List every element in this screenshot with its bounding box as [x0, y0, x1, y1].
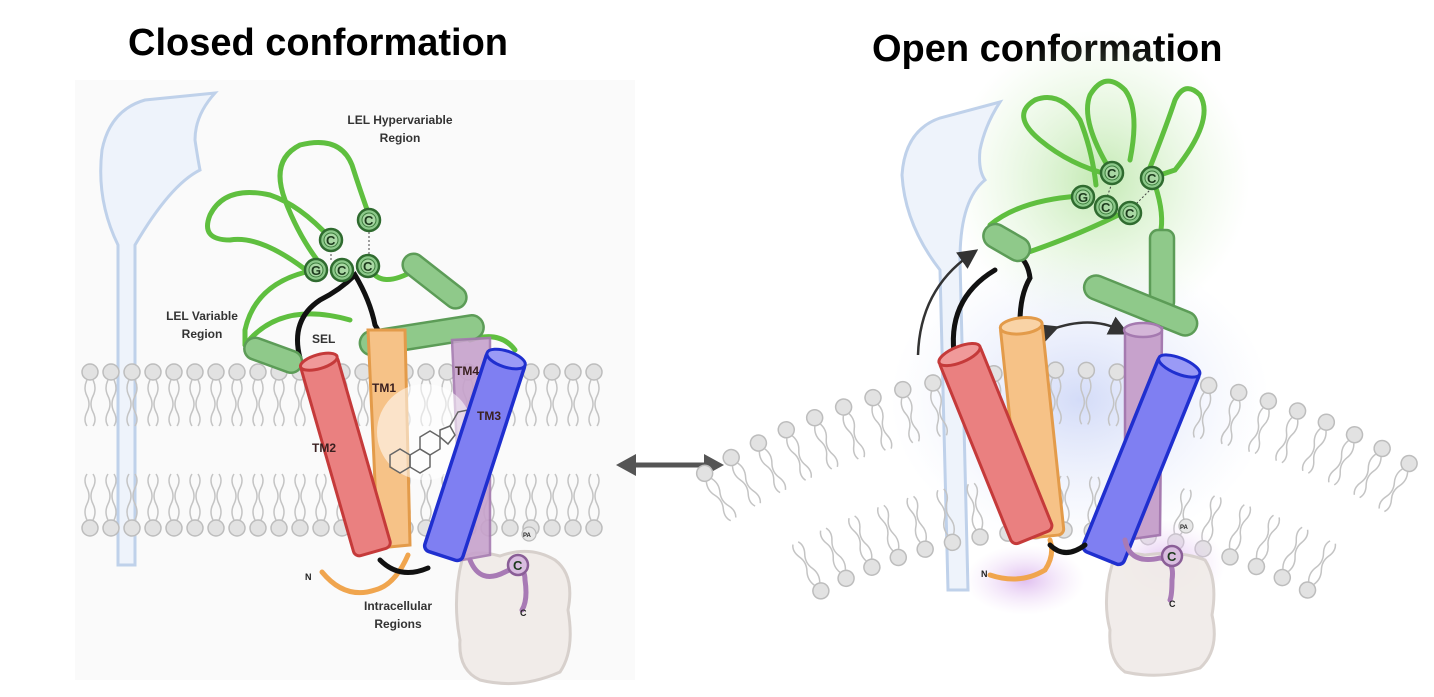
open-swing-arrow: [916, 249, 979, 356]
open-c-terminus-label: C: [1169, 599, 1176, 609]
lipid-molecule: [1349, 436, 1394, 501]
closed-palmitoylation-label: PA: [523, 533, 532, 539]
svg-text:G: G: [311, 263, 321, 278]
svg-text:C: C: [326, 233, 336, 248]
intracellular-regions-label-line2: Regions: [374, 617, 422, 631]
lipid-molecule: [872, 502, 910, 569]
closed-lel-helix-a: [401, 252, 468, 310]
lipid-molecule: [843, 513, 884, 579]
lipid-molecule: [1270, 400, 1309, 466]
lipid-molecule: [1297, 411, 1338, 476]
closed-intracellular-partner-blob: [454, 549, 572, 686]
closed-c-terminus-label: C: [520, 608, 527, 618]
open-cysteine-motif: C C G C C: [1070, 160, 1165, 226]
lipid-molecule: [1245, 512, 1285, 578]
intracellular-regions-label-line1: Intracellular: [364, 599, 432, 613]
closed-palmitoylation-site: [521, 526, 537, 542]
closed-conformation-panel: TM2 TM1 TM4 TM3 C PA N C C C G C C L: [75, 80, 635, 686]
lipid-molecule: [832, 396, 870, 462]
open-tm2-helix: [937, 341, 1054, 546]
open-palmitoylation-label: PA: [1180, 525, 1189, 531]
open-conformation-panel: C PA N C C C G C C: [692, 30, 1421, 677]
open-separation-arrow: [1037, 316, 1129, 343]
lipid-molecule: [1323, 423, 1366, 488]
svg-text:C: C: [364, 213, 374, 228]
lipid-molecule: [803, 406, 843, 472]
closed-sel-loop: [295, 270, 381, 361]
closed-conformation-title: Closed conformation: [128, 22, 509, 64]
svg-text:C: C: [1125, 206, 1135, 221]
lel-variable-region-label-line2: Region: [182, 327, 223, 341]
lel-variable-region-label-line1: LEL Variable: [166, 309, 238, 323]
sel-label: SEL: [312, 332, 335, 346]
tm1-label: TM1: [372, 381, 396, 395]
closed-juxtamembrane-cysteine: [506, 553, 530, 577]
open-juxtamembrane-cysteine-label: C: [1167, 549, 1177, 564]
svg-text:C: C: [1147, 171, 1157, 186]
open-tm3-helix: [1081, 353, 1202, 567]
open-intracellular-partner-blob: [1104, 551, 1216, 677]
lel-hypervariable-region-label-line1: LEL Hypervariable: [347, 113, 452, 127]
lipid-molecule: [815, 525, 858, 590]
svg-text:C: C: [1107, 166, 1117, 181]
closed-n-terminus-label: N: [305, 572, 312, 582]
lel-hypervariable-region-label-line2: Region: [380, 131, 421, 145]
svg-text:G: G: [1078, 190, 1088, 205]
open-n-terminus-label: N: [981, 569, 988, 579]
lipid-molecule: [902, 494, 936, 560]
closed-cysteine-motif: C C G C C: [303, 207, 382, 283]
lipid-molecule: [1295, 537, 1341, 602]
lipid-molecule: [719, 445, 766, 510]
open-lel-helix-a: [982, 222, 1032, 263]
lipid-molecule: [1219, 502, 1256, 568]
open-lel-helix-c: [1082, 274, 1199, 337]
closed-juxtamembrane-cysteine-label: C: [513, 558, 523, 573]
open-palmitoylation-site: [1178, 518, 1194, 534]
lipid-molecule: [774, 418, 817, 484]
lipid-molecule: [787, 538, 833, 603]
svg-text:C: C: [1101, 200, 1111, 215]
closed-partner-protein: [99, 91, 219, 567]
svg-text:C: C: [337, 263, 347, 278]
lipid-molecule: [1270, 524, 1313, 589]
open-intracellular-loop: [1047, 542, 1088, 555]
tm2-label: TM2: [312, 441, 336, 455]
tm4-label: TM4: [455, 364, 479, 378]
closed-tm3-helix: [422, 347, 527, 563]
open-juxtamembrane-cysteine: [1160, 544, 1184, 568]
lipid-molecule: [746, 431, 791, 496]
tm3-label: TM3: [477, 409, 501, 423]
lipid-molecule: [1374, 451, 1421, 515]
svg-text:C: C: [363, 259, 373, 274]
closed-intracellular-loop: [377, 557, 431, 575]
closed-tm2-helix: [298, 351, 392, 558]
